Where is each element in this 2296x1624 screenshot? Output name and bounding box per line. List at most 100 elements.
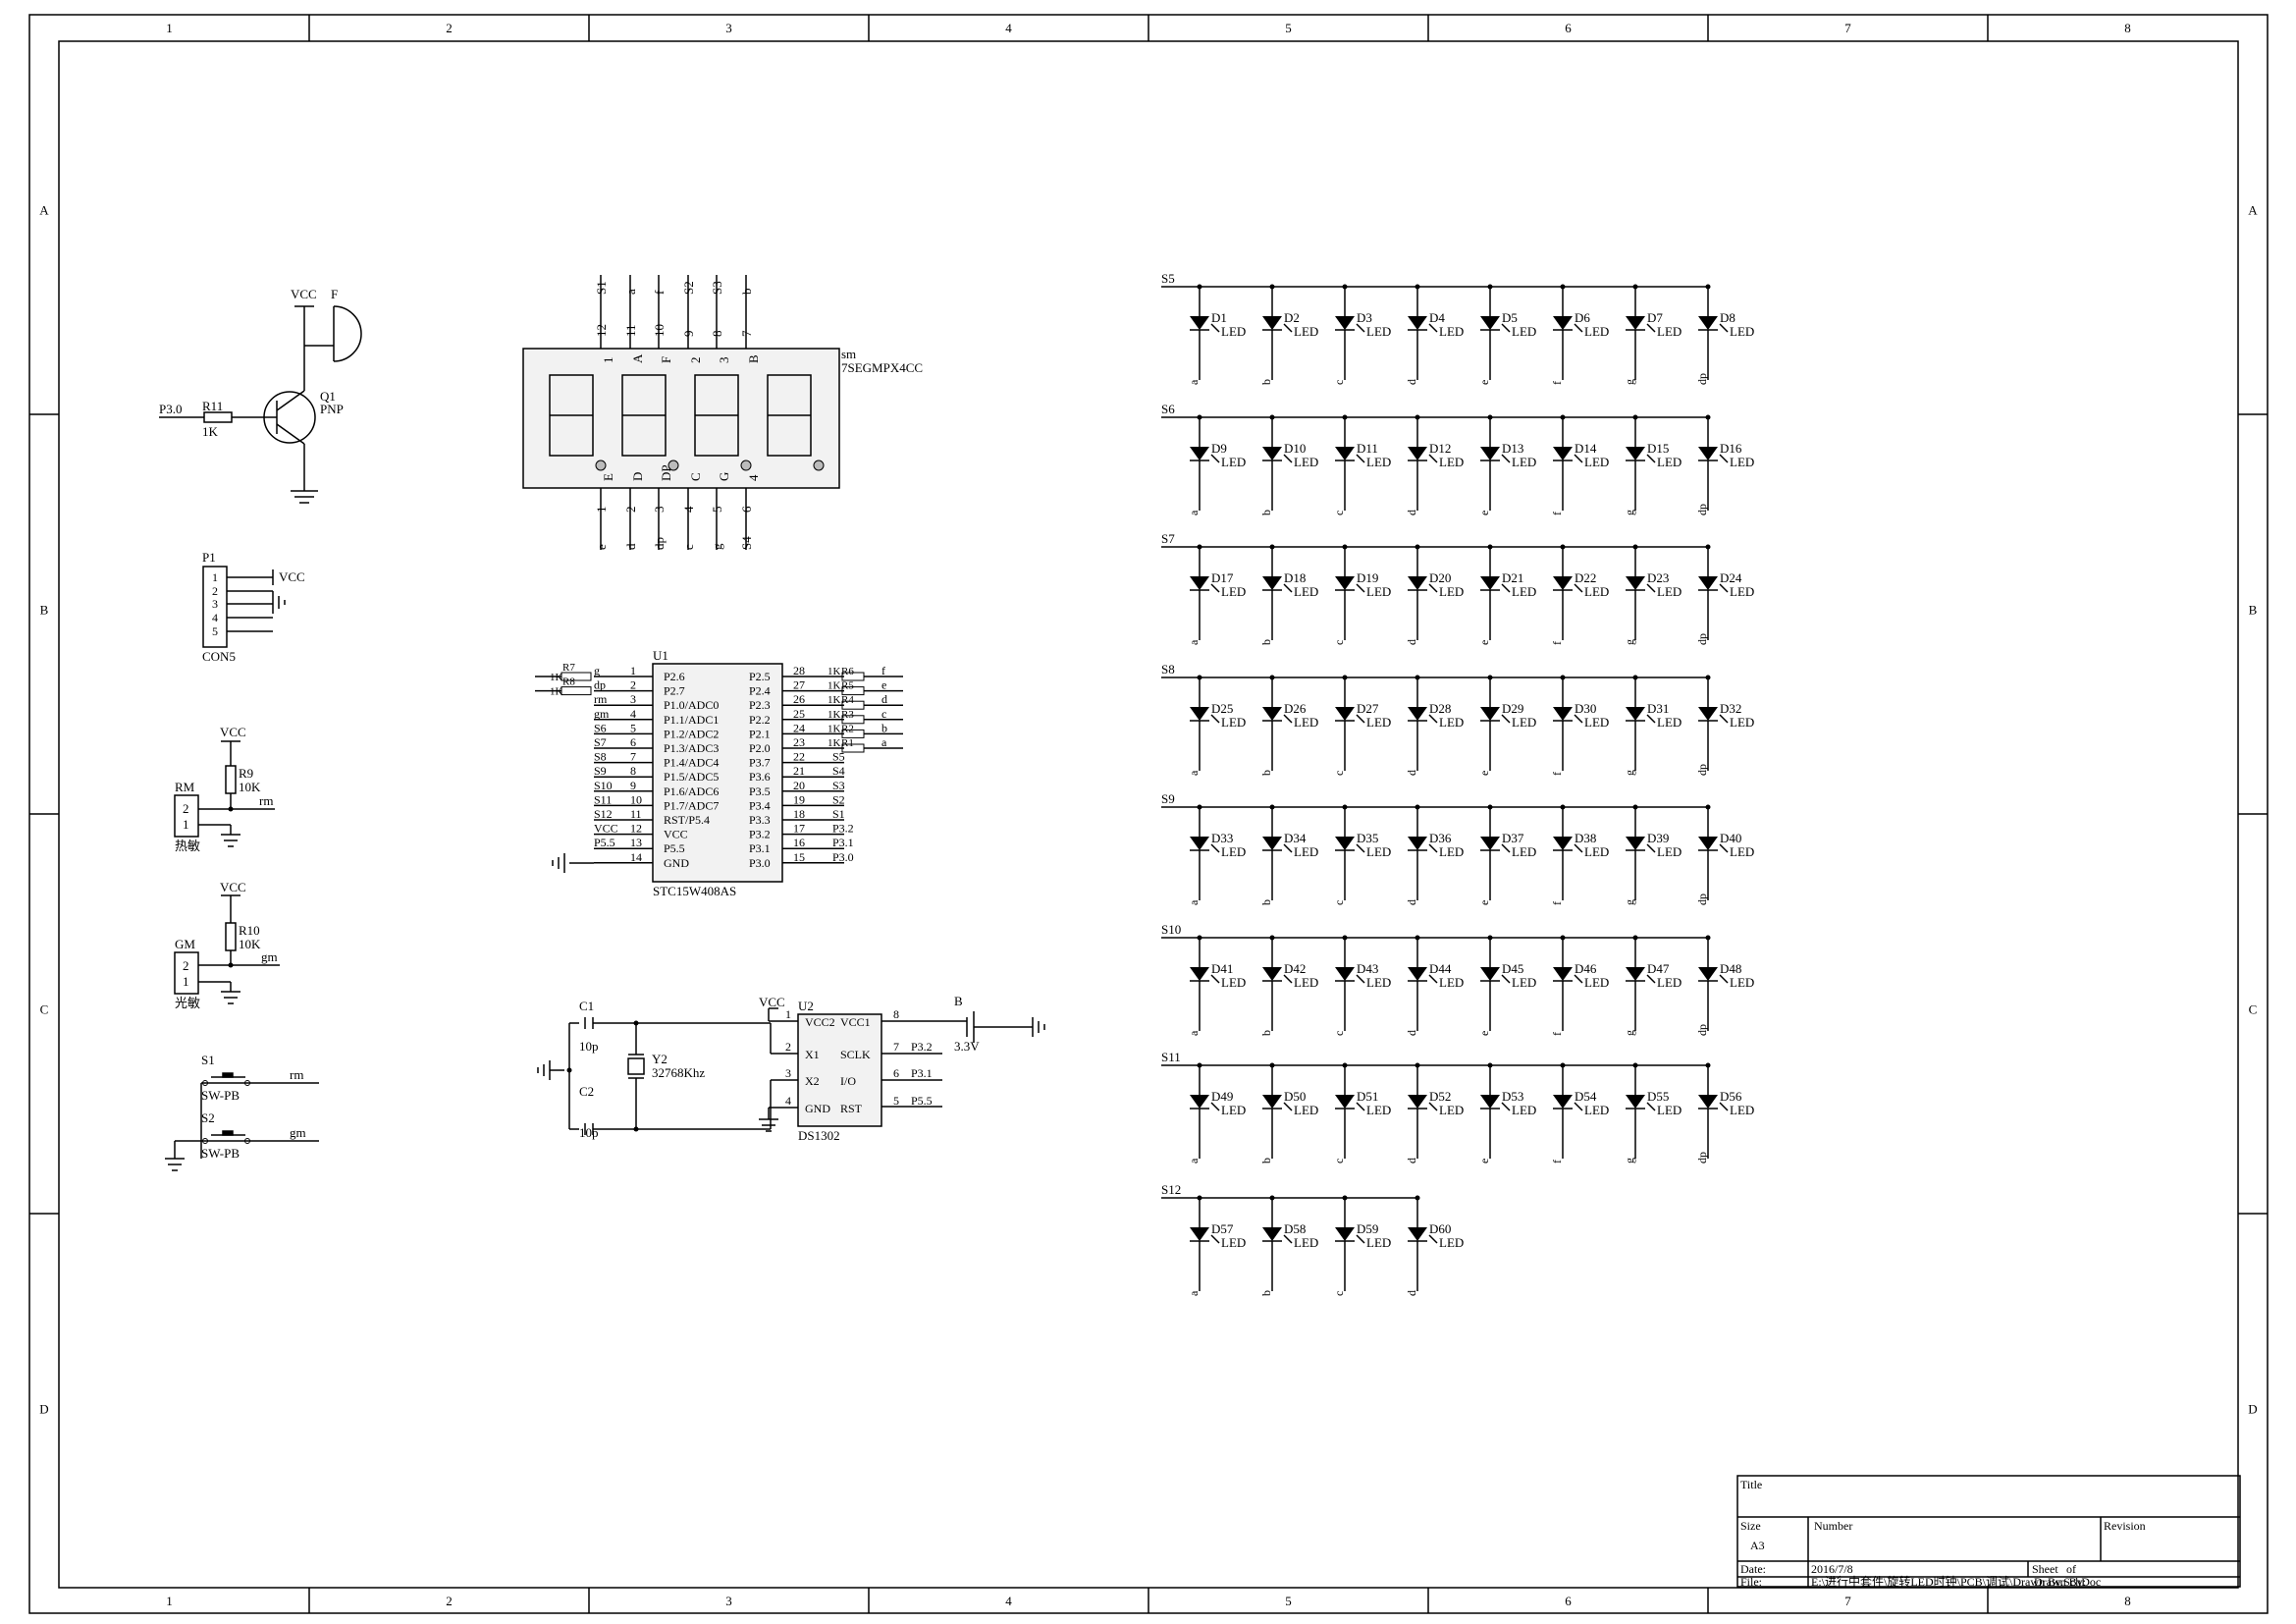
- led-column-net-e: e: [1477, 900, 1491, 905]
- mcu-right-net-24: b: [881, 721, 887, 734]
- led-label-D26: LED: [1294, 715, 1318, 730]
- mcu-right-pin-name-26: P2.3: [749, 698, 771, 712]
- c1-val: 10p: [579, 1039, 599, 1054]
- led-ref-D26: D26: [1284, 701, 1307, 716]
- r10-ref: R10: [239, 923, 260, 938]
- led-icon: [1480, 967, 1500, 981]
- led-label-D59: LED: [1366, 1235, 1391, 1250]
- led-ref-D43: D43: [1357, 961, 1378, 976]
- led-emission-arrow: [1501, 843, 1511, 853]
- mcu-left-pin-name-10: P1.7/ADC7: [664, 798, 719, 812]
- frame-col-bottom-8: 8: [2124, 1594, 2131, 1608]
- led-emission-arrow: [1719, 1102, 1729, 1111]
- mcu-right-pin-name-18: P3.3: [749, 813, 771, 827]
- led-icon: [1553, 837, 1573, 850]
- led-column-net-dp: dp: [1695, 504, 1709, 515]
- led-icon: [1553, 316, 1573, 330]
- mcu-left-net-13: P5.5: [594, 836, 615, 849]
- mcu-right-pin-name-22: P3.7: [749, 756, 771, 770]
- led-row-S7: S7D17LEDaD18LEDbD19LEDcD20LEDdD21LEDeD22…: [1161, 531, 1754, 645]
- led-emission-arrow: [1428, 714, 1438, 724]
- led-icon: [1698, 837, 1718, 850]
- mcu-left-pin-name-1: P2.6: [664, 670, 685, 683]
- led-column-net-c: c: [1332, 1031, 1346, 1036]
- led-icon: [1480, 837, 1500, 850]
- led-label-D15: LED: [1657, 455, 1682, 469]
- led-ref-D8: D8: [1720, 310, 1735, 325]
- led-column-net-b: b: [1259, 770, 1273, 776]
- digit-4: [767, 374, 812, 457]
- rm-vcc: VCC: [220, 725, 246, 739]
- led-label-D29: LED: [1512, 715, 1536, 730]
- led-column-net-dp: dp: [1695, 373, 1709, 385]
- mcu-res-ref-R2: R2: [841, 723, 854, 734]
- frame-row-right-A: A: [2248, 203, 2258, 218]
- led-column-net-e: e: [1477, 771, 1491, 776]
- u2-ref: U2: [798, 999, 814, 1013]
- led-emission-arrow: [1283, 974, 1293, 984]
- seg-top-pin-3: 9: [681, 331, 696, 338]
- led-ref-D3: D3: [1357, 310, 1372, 325]
- led-ref-D19: D19: [1357, 570, 1378, 585]
- led-icon: [1408, 1227, 1427, 1241]
- led-column-net-b: b: [1259, 639, 1273, 645]
- seg-bottom-pin-5: 6: [739, 506, 754, 513]
- tb-size-value: A3: [1750, 1539, 1765, 1552]
- mcu-left-pin-name-3: P1.0/ADC0: [664, 698, 719, 712]
- mcu-right-net-19: S2: [832, 792, 845, 806]
- gm-label: 光敏: [175, 996, 200, 1010]
- led-icon: [1262, 837, 1282, 850]
- led-emission-arrow: [1719, 454, 1729, 463]
- led-column-net-d: d: [1405, 899, 1418, 905]
- mcu-right-net-25: c: [881, 707, 886, 721]
- mcu-right-pin-num-22: 22: [793, 750, 805, 764]
- seg-top-net-2: f: [652, 290, 667, 295]
- led-emission-arrow: [1574, 974, 1583, 984]
- tb-date-label: Date:: [1740, 1562, 1766, 1576]
- led-label-D1: LED: [1221, 324, 1246, 339]
- decimal-point: [740, 460, 752, 471]
- led-icon: [1626, 576, 1645, 590]
- led-ref-D18: D18: [1284, 570, 1306, 585]
- mcu-right-pin-name-21: P3.6: [749, 770, 771, 784]
- led-emission-arrow: [1646, 843, 1656, 853]
- led-label-D10: LED: [1294, 455, 1318, 469]
- frame-col-bottom-1: 1: [166, 1594, 173, 1608]
- led-ref-D2: D2: [1284, 310, 1300, 325]
- led-ref-D37: D37: [1502, 831, 1524, 845]
- led-column-net-c: c: [1332, 1291, 1346, 1296]
- led-ref-D41: D41: [1211, 961, 1233, 976]
- led-emission-arrow: [1210, 1102, 1220, 1111]
- mcu-right-pin-num-24: 24: [793, 721, 805, 734]
- led-emission-arrow: [1356, 974, 1365, 984]
- seg-top-net-5: b: [739, 289, 754, 296]
- led-column-net-g: g: [1623, 770, 1636, 776]
- seg-top-pin-1: 11: [623, 324, 638, 337]
- led-icon: [1190, 837, 1209, 850]
- rtc-right-pin-num-5: 5: [893, 1094, 899, 1108]
- led-ref-D56: D56: [1720, 1089, 1742, 1104]
- led-row-net-S9: S9: [1161, 791, 1175, 806]
- mcu-res-val-R3: 1K: [828, 709, 841, 721]
- led-ref-D59: D59: [1357, 1221, 1378, 1236]
- mcu-left-res-ref-R7: R7: [562, 662, 575, 674]
- seg-top-inner-3: 2: [688, 357, 703, 364]
- led-label-D53: LED: [1512, 1103, 1536, 1117]
- rtc-left-pin-num-2: 2: [785, 1040, 791, 1054]
- mcu-left-net-9: S10: [594, 779, 613, 792]
- mcu-right-net-28: f: [881, 664, 885, 677]
- led-label-D57: LED: [1221, 1235, 1246, 1250]
- led-label-D23: LED: [1657, 584, 1682, 599]
- buzzer-f-label: F: [331, 287, 338, 301]
- mcu-left-res-val-R7: 1K: [550, 672, 563, 683]
- led-icon: [1626, 447, 1645, 460]
- led-ref-D5: D5: [1502, 310, 1518, 325]
- led-icon: [1626, 837, 1645, 850]
- rtc-right-pin-num-8: 8: [893, 1007, 899, 1021]
- led-column-net-f: f: [1550, 512, 1564, 515]
- led-icon: [1335, 1227, 1355, 1241]
- gm-pin2: 2: [183, 958, 189, 973]
- led-emission-arrow: [1501, 974, 1511, 984]
